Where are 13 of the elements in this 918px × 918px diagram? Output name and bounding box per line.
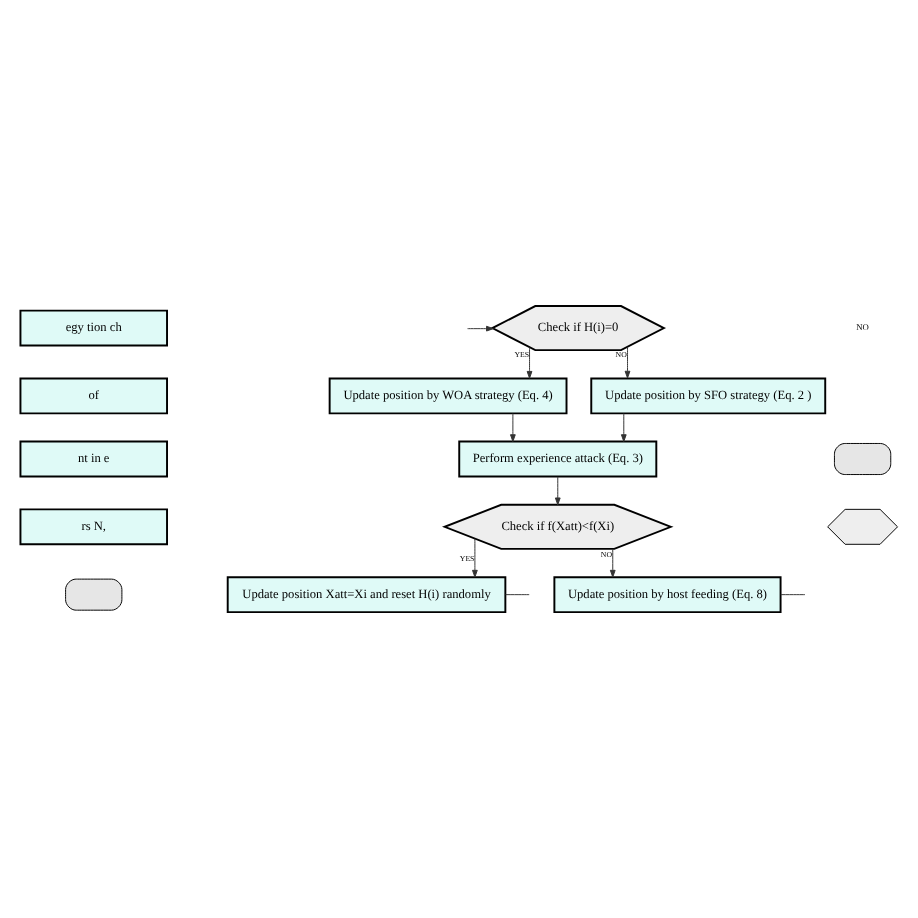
arrow — [526, 346, 533, 379]
node-oval — [65, 578, 123, 611]
arrow — [609, 548, 616, 578]
connector — [780, 594, 806, 596]
arrow — [624, 346, 631, 379]
node-oval — [833, 443, 892, 476]
connector — [505, 594, 530, 596]
arrow — [472, 538, 478, 578]
node-hexagon — [827, 508, 899, 545]
arrow — [510, 413, 516, 442]
arrow — [554, 476, 561, 506]
arrow — [467, 325, 494, 332]
arrow — [620, 413, 627, 442]
